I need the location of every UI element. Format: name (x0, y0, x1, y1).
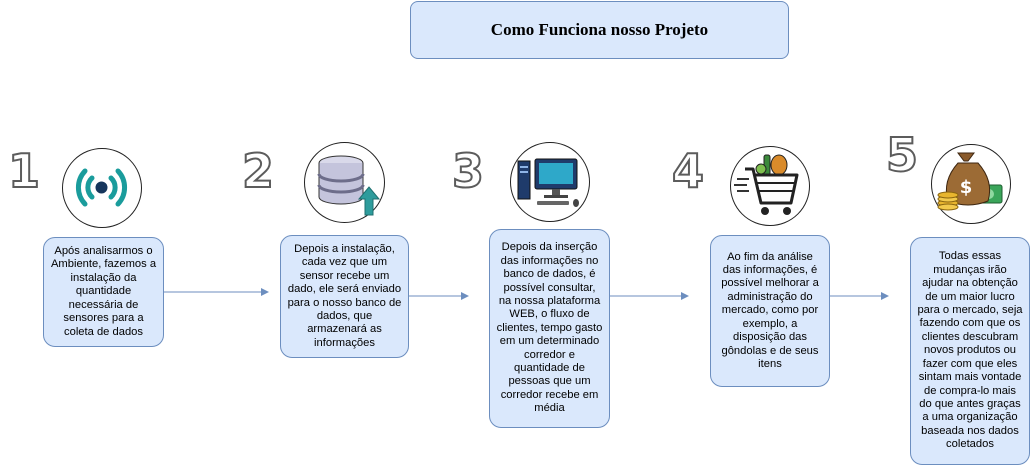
database-upload-icon (304, 142, 385, 223)
step-2-text: Depois a instalação, cada vez que um sen… (287, 242, 402, 349)
diagram-title: Como Funciona nosso Projeto (410, 1, 789, 59)
step-1-box: Após analisarmos o Ambiente, fazemos a i… (43, 237, 164, 347)
step-number-5: 5 (885, 128, 919, 182)
step-4-text: Ao fim da análise das informações, é pos… (721, 250, 819, 370)
wireless-signal-icon (62, 148, 142, 228)
svg-text:$: $ (960, 177, 973, 198)
step-number-3: 3 (451, 144, 485, 198)
desktop-computer-icon (510, 142, 590, 222)
step-2-box: Depois a instalação, cada vez que um sen… (280, 235, 409, 358)
step-number-1: 1 (7, 144, 41, 198)
step-number-2: 2 (241, 144, 275, 198)
step-number-4: 4 (671, 144, 705, 198)
money-bag-icon: $ (931, 144, 1011, 224)
step-5-box: Todas essas mudanças irão ajudar na obte… (910, 237, 1030, 465)
step-3-box: Depois da inserção das informações no ba… (489, 229, 610, 428)
step-4-box: Ao fim da análise das informações, é pos… (710, 235, 830, 387)
step-3-text: Depois da inserção das informações no ba… (496, 241, 603, 415)
step-5-text: Todas essas mudanças irão ajudar na obte… (917, 250, 1023, 451)
shopping-cart-icon (730, 146, 810, 226)
step-1-text: Após analisarmos o Ambiente, fazemos a i… (50, 245, 157, 338)
